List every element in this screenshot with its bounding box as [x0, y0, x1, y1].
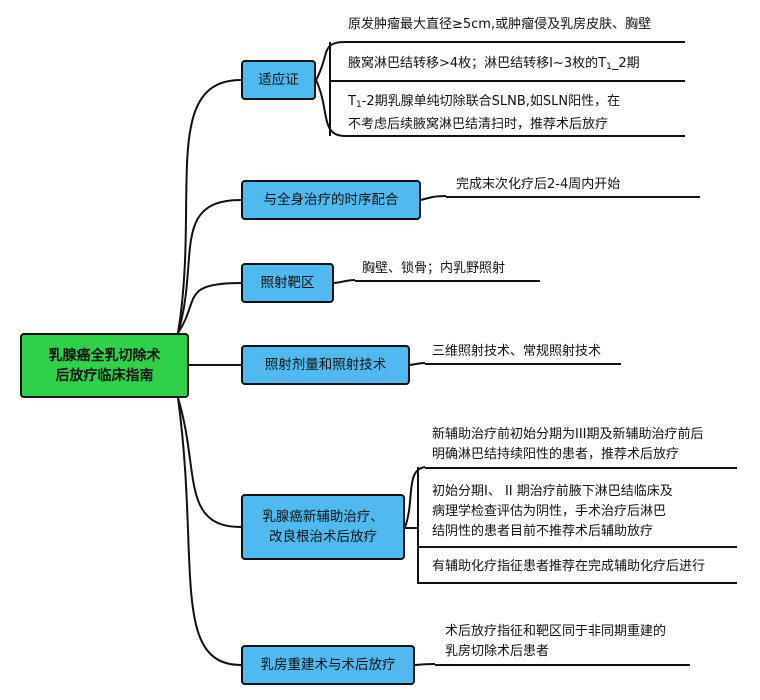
branch-reconstruction[interactable]: 乳房重建术与术后放疗 — [241, 645, 415, 685]
leaf-indication-1: 原发肿瘤最大直径≥5cm,或肿瘤侵及乳房皮肤、胸壁 — [348, 17, 652, 32]
underline-neo-1 — [425, 467, 737, 469]
leaf-neo-2-line2: 病理学检查评估为阴性，手术治疗后淋巴 — [432, 504, 667, 519]
leaf-neo-2-line3: 结阴性的患者目前不推荐术后辅助放疗 — [432, 524, 654, 539]
branch-neo-line2: 改良根治术后放疗 — [269, 529, 377, 545]
branch-neoadjuvant[interactable]: 乳腺癌新辅助治疗、 改良根治术后放疗 — [241, 494, 405, 560]
branch-timing[interactable]: 与全身治疗的时序配合 — [241, 180, 421, 220]
leaf-neo-1: 新辅助治疗前初始分期为III期及新辅助治疗前后 明确淋巴结持续阳性的患者，推荐术… — [432, 425, 704, 465]
leaf-recon-line1: 术后放疗指征和靶区同于非同期重建的 — [445, 624, 667, 639]
leaf-neo-3: 有辅助化疗指征患者推荐在完成辅助化疗后进行 — [432, 559, 706, 574]
leaf-ind-3-sub: 1 — [355, 100, 362, 110]
leaf-ind-3-line2: 不考虑后续腋窝淋巴结清扫时，推荐术后放疗 — [348, 117, 609, 132]
branch-timing-label: 与全身治疗的时序配合 — [263, 192, 399, 208]
root-node[interactable]: 乳腺癌全乳切除术 后放疗临床指南 — [20, 333, 189, 398]
branch-neo-line1: 乳腺癌新辅助治疗、 — [262, 509, 384, 525]
leaf-dose: 三维照射技术、常规照射技术 — [432, 344, 602, 359]
leaf-target: 胸壁、锁骨；内乳野照射 — [362, 261, 506, 276]
leaf-reconstruction: 术后放疗指征和靶区同于非同期重建的 乳房切除术后患者 — [445, 622, 666, 662]
leaf-indication-3: T1-2期乳腺单纯切除联合SLNB,如SLN阳性，在 不考虑后续腋窝淋巴结清扫时… — [348, 92, 620, 135]
branch-target[interactable]: 照射靶区 — [241, 263, 334, 303]
underline-timing — [446, 196, 700, 198]
leaf-recon-line2: 乳房切除术后患者 — [445, 644, 550, 659]
leaf-ind-2-text: 腋窝淋巴结转移>4枚；淋巴结转移I~3枚的T — [348, 56, 607, 71]
underline-target — [355, 280, 540, 282]
leaf-ind-3-t: T — [348, 94, 356, 109]
curve-to-indication — [177, 79, 242, 334]
underline-dose — [425, 363, 621, 365]
curve-timing — [420, 195, 447, 201]
connector-neo-mid — [405, 527, 419, 529]
leaf-neo-1-line1: 新辅助治疗前初始分期为III期及新辅助治疗前后 — [432, 427, 704, 442]
curve-to-recon — [177, 397, 242, 666]
leaf-neo-2: 初始分期I、 II 期治疗前腋下淋巴结临床及 病理学检查评估为阴性，手术治疗后淋… — [432, 482, 673, 542]
underline-neo-3 — [417, 582, 737, 584]
curve-to-timing — [177, 199, 242, 334]
curve-target — [333, 279, 356, 284]
branch-target-label: 照射靶区 — [260, 275, 315, 291]
underline-neo-2 — [417, 546, 737, 548]
leaf-ind-3-line1: -2期乳腺单纯切除联合SLNB,如SLN阳性，在 — [361, 94, 621, 109]
leaf-indication-2: 腋窝淋巴结转移>4枚；淋巴结转移I~3枚的T1_2期 — [348, 54, 640, 77]
curve-recon — [414, 663, 436, 666]
leaf-ind-2-suffix: _2期 — [611, 56, 640, 71]
root-title-line1: 乳腺癌全乳切除术 — [48, 347, 161, 364]
underline-ind-1 — [345, 41, 685, 43]
branch-indication[interactable]: 适应证 — [241, 60, 316, 100]
underline-recon — [435, 664, 690, 666]
leaf-timing: 完成末次化疗后2-4周内开始 — [456, 177, 621, 192]
curve-dose — [409, 362, 426, 366]
underline-ind-2 — [329, 80, 685, 82]
curve-neo-1 — [404, 466, 426, 528]
leaf-ind-2-sub: 1 — [606, 62, 612, 72]
root-title-line2: 后放疗临床指南 — [55, 367, 154, 384]
branch-indication-label: 适应证 — [258, 72, 299, 88]
underline-ind-3 — [345, 135, 685, 137]
curve-to-target — [177, 282, 242, 334]
branch-dose-label: 照射剂量和照射技术 — [264, 357, 387, 373]
leaf-neo-2-line1: 初始分期I、 II 期治疗前腋下淋巴结临床及 — [432, 484, 673, 499]
branch-dose[interactable]: 照射剂量和照射技术 — [241, 345, 410, 385]
curve-to-neo — [177, 397, 242, 528]
curve-ind-1 — [315, 41, 346, 81]
bracket-neo — [417, 467, 419, 583]
branch-recon-label: 乳房重建术与术后放疗 — [260, 657, 396, 673]
bracket-indication — [329, 42, 331, 136]
curve-ind-3 — [315, 79, 346, 137]
leaf-neo-1-line2: 明确淋巴结持续阳性的患者，推荐术后放疗 — [432, 447, 680, 462]
